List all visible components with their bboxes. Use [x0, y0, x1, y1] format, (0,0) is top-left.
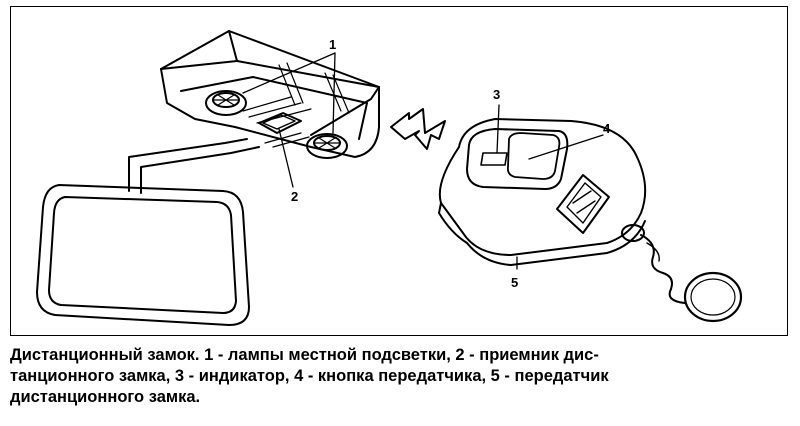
- figure-caption: Дистанционный замок. 1 - лампы местной п…: [10, 345, 790, 408]
- callout-4-leader: [528, 134, 604, 160]
- mirror-assembly: [36, 30, 380, 326]
- callout-1: 1: [329, 37, 336, 52]
- fob-logo-icon: [556, 174, 610, 234]
- mirror-frame: [36, 184, 250, 326]
- diagram-frame: 1 2 3 4 5: [10, 6, 788, 336]
- callout-2: 2: [291, 189, 298, 204]
- caption-line-3: дистанционного замка.: [10, 388, 201, 406]
- diagram-canvas: 1 2 3 4 5: [36, 30, 743, 326]
- mirror-stem: [128, 138, 248, 192]
- callout-5: 5: [511, 275, 518, 290]
- signal-arrow: [390, 108, 446, 150]
- caption-line-1: Дистанционный замок. 1 - лампы местной п…: [10, 346, 599, 364]
- key-ring: [683, 271, 743, 323]
- callout-1-leader-b: [332, 52, 336, 134]
- callout-3: 3: [493, 87, 500, 102]
- callout-4: 4: [603, 121, 611, 136]
- callout-1-leader-a: [242, 52, 336, 94]
- callout-3-leader: [496, 104, 500, 154]
- fob-indicator: [480, 152, 508, 166]
- caption-line-2: танционного замка, 3 - индикатор, 4 - кн…: [10, 367, 609, 385]
- key-chain: [640, 234, 686, 304]
- lamp-right: [306, 133, 348, 159]
- receiver-window: [258, 112, 302, 134]
- fob-button: [506, 132, 561, 180]
- key-fob: [438, 104, 743, 323]
- callout-2-leader: [278, 128, 294, 188]
- fob-shell: [438, 118, 647, 256]
- mirror-glass: [48, 196, 237, 314]
- lamp-left: [205, 90, 247, 116]
